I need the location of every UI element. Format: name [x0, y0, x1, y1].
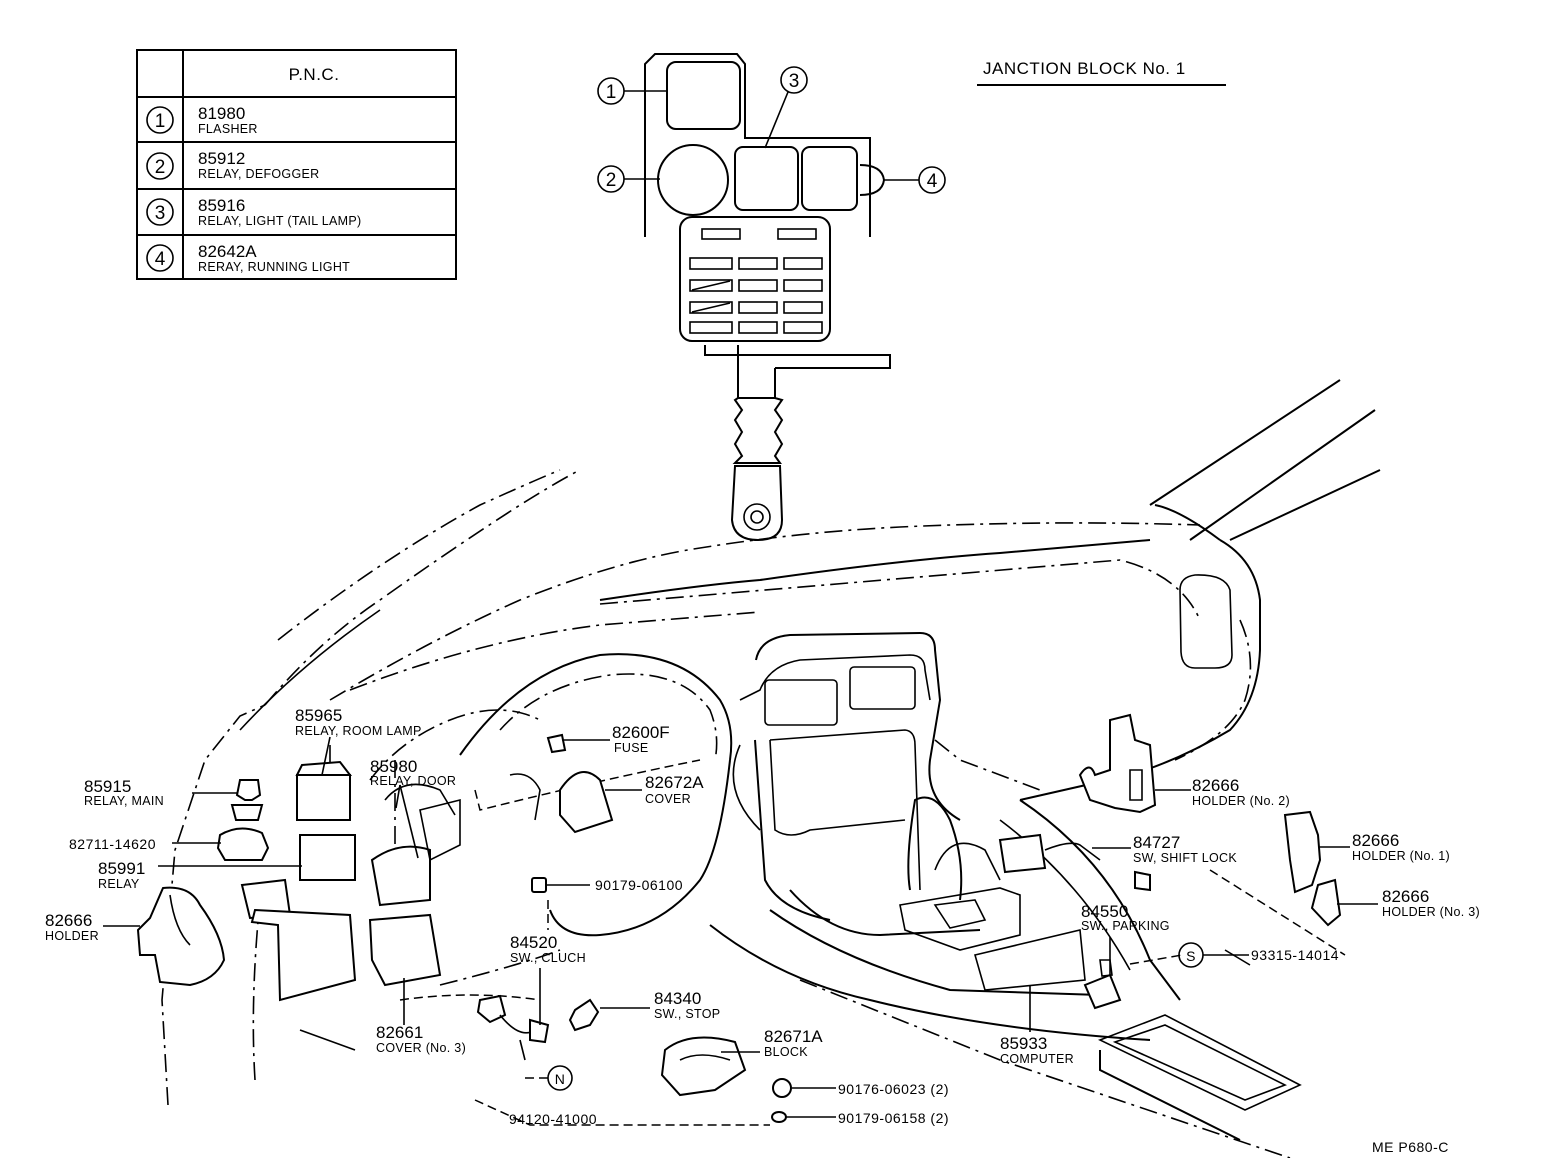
callout-85915: 85915 RELAY, MAIN	[84, 777, 164, 808]
leader-lines	[103, 736, 1378, 1126]
svg-text:BLOCK: BLOCK	[764, 1045, 808, 1059]
callout-82666-holder-no3: 82666 HOLDER (No. 3)	[1382, 887, 1480, 919]
row-marker: 3	[155, 203, 166, 224]
svg-text:SW., STOP: SW., STOP	[654, 1007, 720, 1021]
row-desc: RELAY, DEFOGGER	[198, 167, 319, 181]
callout-85933: 85933 COMPUTER	[1000, 1034, 1074, 1066]
row-code: 81980	[198, 104, 245, 123]
svg-text:84727: 84727	[1133, 833, 1180, 852]
svg-text:COMPUTER: COMPUTER	[1000, 1052, 1074, 1066]
table-row: 3 85916 RELAY, LIGHT (TAIL LAMP)	[146, 196, 362, 228]
callout-90179-06100: 90179-06100	[595, 877, 683, 893]
row-code: 85916	[198, 196, 245, 215]
svg-text:SW, SHIFT LOCK: SW, SHIFT LOCK	[1133, 851, 1237, 865]
callout-82711: 82711-14620	[69, 836, 156, 852]
parts-left	[136, 713, 1342, 1123]
svg-text:1: 1	[606, 82, 617, 103]
svg-text:82666: 82666	[1352, 831, 1399, 850]
row-marker: 2	[155, 157, 166, 178]
table-row: 4 82642A RERAY, RUNNING LIGHT	[146, 242, 350, 274]
svg-text:82666: 82666	[45, 911, 92, 930]
table-header: P.N.C.	[289, 65, 340, 84]
svg-text:82671A: 82671A	[764, 1027, 823, 1046]
callout-82600F: 82600F FUSE	[612, 723, 670, 755]
svg-text:93315-14014: 93315-14014	[1251, 947, 1339, 963]
callout-84727: 84727 SW, SHIFT LOCK	[1133, 833, 1237, 865]
svg-text:HOLDER (No. 2): HOLDER (No. 2)	[1192, 794, 1290, 808]
row-desc: RERAY, RUNNING LIGHT	[198, 260, 350, 274]
callout-85991: 85991 RELAY	[98, 859, 145, 891]
svg-text:2: 2	[606, 170, 617, 191]
svg-text:HOLDER (No. 3): HOLDER (No. 3)	[1382, 905, 1480, 919]
callout-84550: 84550 SW., PARKING	[1081, 902, 1170, 933]
svg-text:90179-06100: 90179-06100	[595, 877, 683, 893]
table-row: 2 85912 RELAY, DEFOGGER	[146, 149, 319, 181]
svg-text:JANCTION BLOCK No. 1: JANCTION BLOCK No. 1	[983, 59, 1186, 78]
callout-82666-holder-no2: 82666 HOLDER (No. 2)	[1192, 776, 1290, 808]
jb-callout-1: 1	[597, 77, 668, 105]
table-row: 1 81980 FLASHER	[146, 104, 258, 136]
svg-text:HOLDER (No. 1): HOLDER (No. 1)	[1352, 849, 1450, 863]
junction-block-title: JANCTION BLOCK No. 1	[977, 59, 1226, 86]
svg-text:90179-06158 (2): 90179-06158 (2)	[838, 1110, 949, 1126]
jb-callout-3: 3	[764, 66, 808, 149]
callout-82671A: 82671A BLOCK	[764, 1027, 823, 1059]
callout-90179-06158: 90179-06158 (2)	[838, 1110, 949, 1126]
callout-84340: 84340 SW., STOP	[654, 989, 720, 1021]
svg-text:HOLDER: HOLDER	[45, 929, 99, 943]
svg-text:84340: 84340	[654, 989, 701, 1008]
svg-text:85980: 85980	[370, 757, 417, 776]
pnc-table: P.N.C. 1 81980 FLASHER 2 85912 RELAY, DE…	[136, 49, 457, 280]
svg-text:COVER (No. 3): COVER (No. 3)	[376, 1041, 466, 1055]
page-ref: ME P680-C	[1372, 1139, 1449, 1155]
jb-callout-2: 2	[597, 165, 660, 193]
svg-text:RELAY: RELAY	[98, 877, 140, 891]
row-code: 82642A	[198, 242, 257, 261]
n-marker: N	[555, 1071, 566, 1087]
dashboard-outline	[161, 379, 1381, 1158]
svg-text:82672A: 82672A	[645, 773, 704, 792]
svg-text:RELAY, ROOM LAMP: RELAY, ROOM LAMP	[295, 724, 422, 738]
callout-85980: 85980 RELAY, DOOR	[370, 757, 456, 788]
svg-text:FUSE: FUSE	[614, 741, 649, 755]
row-desc: RELAY, LIGHT (TAIL LAMP)	[198, 214, 362, 228]
svg-text:3: 3	[789, 71, 800, 92]
row-desc: FLASHER	[198, 122, 258, 136]
svg-text:85933: 85933	[1000, 1034, 1047, 1053]
svg-text:82600F: 82600F	[612, 723, 670, 742]
svg-text:4: 4	[927, 171, 938, 192]
row-marker: 4	[155, 249, 166, 270]
svg-text:SW., CLUCH: SW., CLUCH	[510, 951, 586, 965]
svg-text:82666: 82666	[1382, 887, 1429, 906]
callout-84520: 84520 SW., CLUCH	[510, 933, 586, 965]
callout-93315: S 93315-14014	[1178, 942, 1339, 968]
svg-text:82666: 82666	[1192, 776, 1239, 795]
svg-text:COVER: COVER	[645, 792, 691, 806]
callout-82666-holder-no1: 82666 HOLDER (No. 1)	[1352, 831, 1450, 863]
svg-text:RELAY, MAIN: RELAY, MAIN	[84, 794, 164, 808]
svg-text:85915: 85915	[84, 777, 131, 796]
svg-text:82711-14620: 82711-14620	[69, 836, 156, 852]
row-code: 85912	[198, 149, 245, 168]
svg-text:84520: 84520	[510, 933, 557, 952]
callout-82666-holder: 82666 HOLDER	[45, 911, 99, 943]
svg-text:90176-06023 (2): 90176-06023 (2)	[838, 1081, 949, 1097]
junction-block-drawing: 1 2 3 4	[597, 53, 946, 542]
svg-text:85965: 85965	[295, 706, 342, 725]
svg-text:82661: 82661	[376, 1023, 423, 1042]
callout-82672A: 82672A COVER	[645, 773, 704, 806]
svg-text:94120-41000: 94120-41000	[509, 1111, 597, 1127]
callout-94120: N 94120-41000	[509, 1065, 597, 1127]
svg-text:85991: 85991	[98, 859, 145, 878]
jb-callout-4: 4	[884, 166, 946, 194]
callout-85965: 85965 RELAY, ROOM LAMP	[295, 706, 422, 738]
row-marker: 1	[155, 111, 166, 132]
s-marker: S	[1186, 948, 1196, 964]
svg-text:RELAY, DOOR: RELAY, DOOR	[370, 774, 456, 788]
svg-text:SW., PARKING: SW., PARKING	[1081, 919, 1170, 933]
callout-82661: 82661 COVER (No. 3)	[376, 1023, 466, 1055]
svg-text:84550: 84550	[1081, 902, 1128, 921]
callout-90176: 90176-06023 (2)	[838, 1081, 949, 1097]
